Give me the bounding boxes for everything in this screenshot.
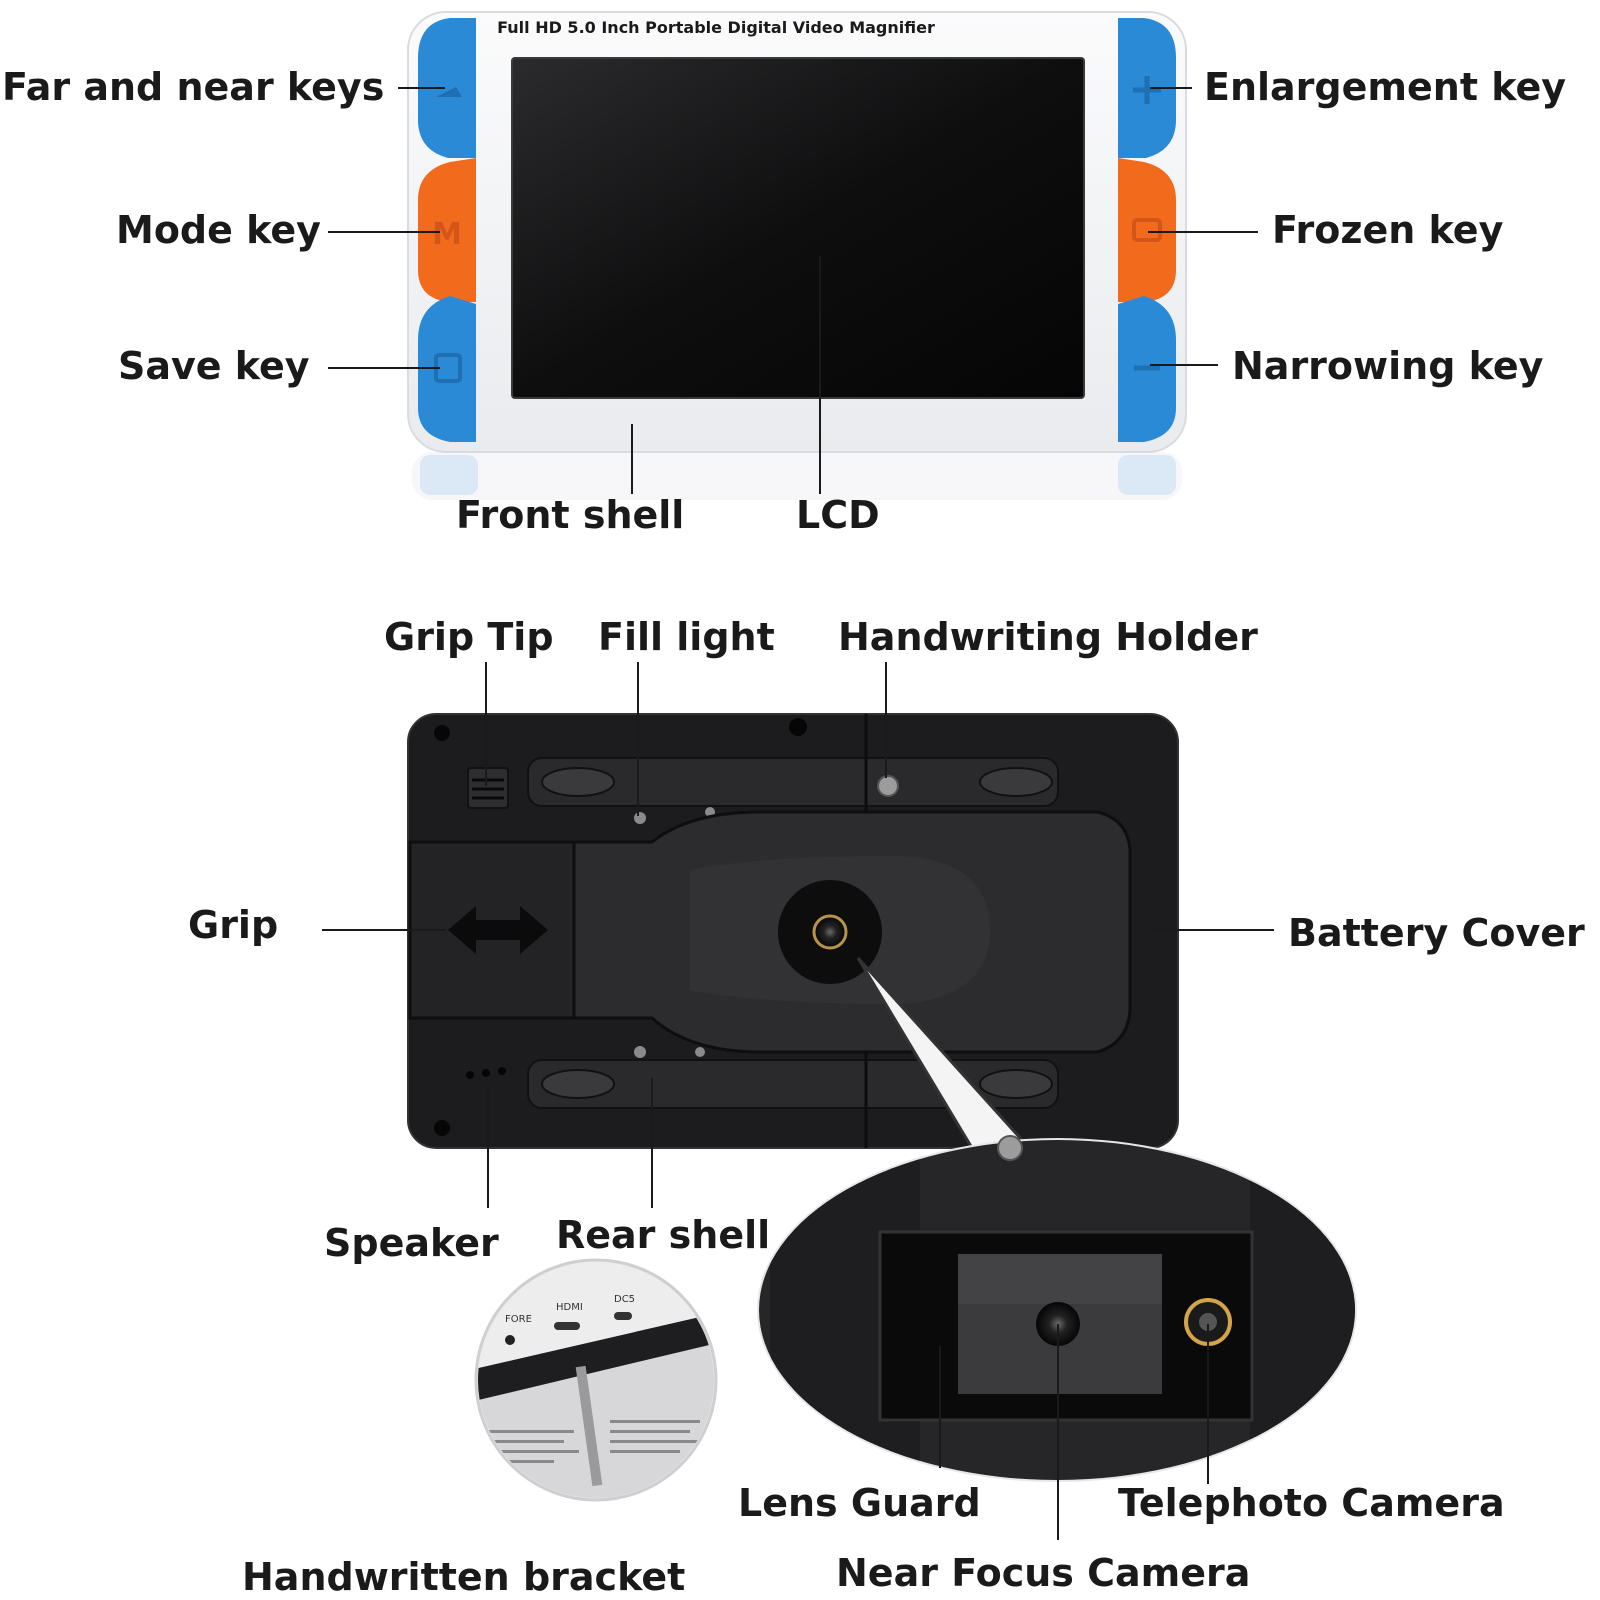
front-view: Full HD 5.0 Inch Portable Digital Video … <box>2 11 1566 537</box>
label-save-key: Save key <box>118 344 310 388</box>
port-label-fore: FORE <box>505 1314 532 1325</box>
label-fill-light: Fill light <box>598 615 775 659</box>
camera-detail: Lens Guard Telephoto Camera Near Focus C… <box>738 956 1505 1595</box>
label-handwriting-holder: Handwriting Holder <box>838 615 1258 659</box>
label-speaker: Speaker <box>324 1221 499 1265</box>
speaker <box>466 1071 474 1079</box>
label-grip: Grip <box>188 903 278 947</box>
label-battery-cover: Battery Cover <box>1288 911 1585 955</box>
triangle-icon <box>436 87 462 97</box>
device-title: Full HD 5.0 Inch Portable Digital Video … <box>497 18 935 37</box>
fill-light <box>634 812 646 824</box>
handwriting-holder-screw <box>877 775 899 797</box>
label-enlargement-key: Enlargement key <box>1204 65 1566 109</box>
screw <box>789 718 807 736</box>
label-grip-tip: Grip Tip <box>384 615 554 659</box>
screw <box>434 1120 450 1136</box>
screw <box>434 725 450 741</box>
label-lens-guard: Lens Guard <box>738 1481 981 1525</box>
rear-view: Grip Tip Fill light Handwriting Holder G… <box>188 615 1585 1265</box>
save-key[interactable] <box>418 296 476 442</box>
label-rear-shell: Rear shell <box>556 1213 770 1257</box>
frozen-key[interactable] <box>1118 158 1176 302</box>
label-mode-key: Mode key <box>116 208 321 252</box>
port-label-hdmi: HDMI <box>556 1302 583 1313</box>
m-letter-icon: M <box>432 217 462 252</box>
label-lcd: LCD <box>796 493 880 537</box>
label-far-near-keys: Far and near keys <box>2 65 384 109</box>
far-near-key[interactable] <box>418 18 476 158</box>
label-handwritten-bracket: Handwritten bracket <box>242 1555 685 1599</box>
reflection-key <box>1118 455 1176 495</box>
rail-top <box>527 757 1059 807</box>
bracket-detail: FORE HDMI DC5 Handwritten bracket <box>242 1258 718 1599</box>
page-text-lines <box>484 1420 705 1463</box>
bracket-pin <box>575 1365 603 1487</box>
rear-lens <box>812 914 848 950</box>
label-front-shell: Front shell <box>456 493 684 537</box>
camera-icon <box>1132 218 1162 242</box>
label-frozen-key: Frozen key <box>1272 208 1504 252</box>
double-arrow-icon <box>448 906 548 954</box>
label-telephoto-camera: Telephoto Camera <box>1118 1481 1505 1525</box>
front-reflection <box>412 452 1182 500</box>
port-label-dc: DC5 <box>614 1294 635 1305</box>
label-narrowing-key: Narrowing key <box>1232 344 1544 388</box>
device-edge <box>478 1310 714 1402</box>
reflection-key <box>420 455 478 495</box>
mode-key[interactable] <box>418 158 476 302</box>
plus-icon <box>1133 76 1161 104</box>
lcd-screen <box>511 57 1085 399</box>
label-near-focus-camera: Near Focus Camera <box>836 1551 1250 1595</box>
